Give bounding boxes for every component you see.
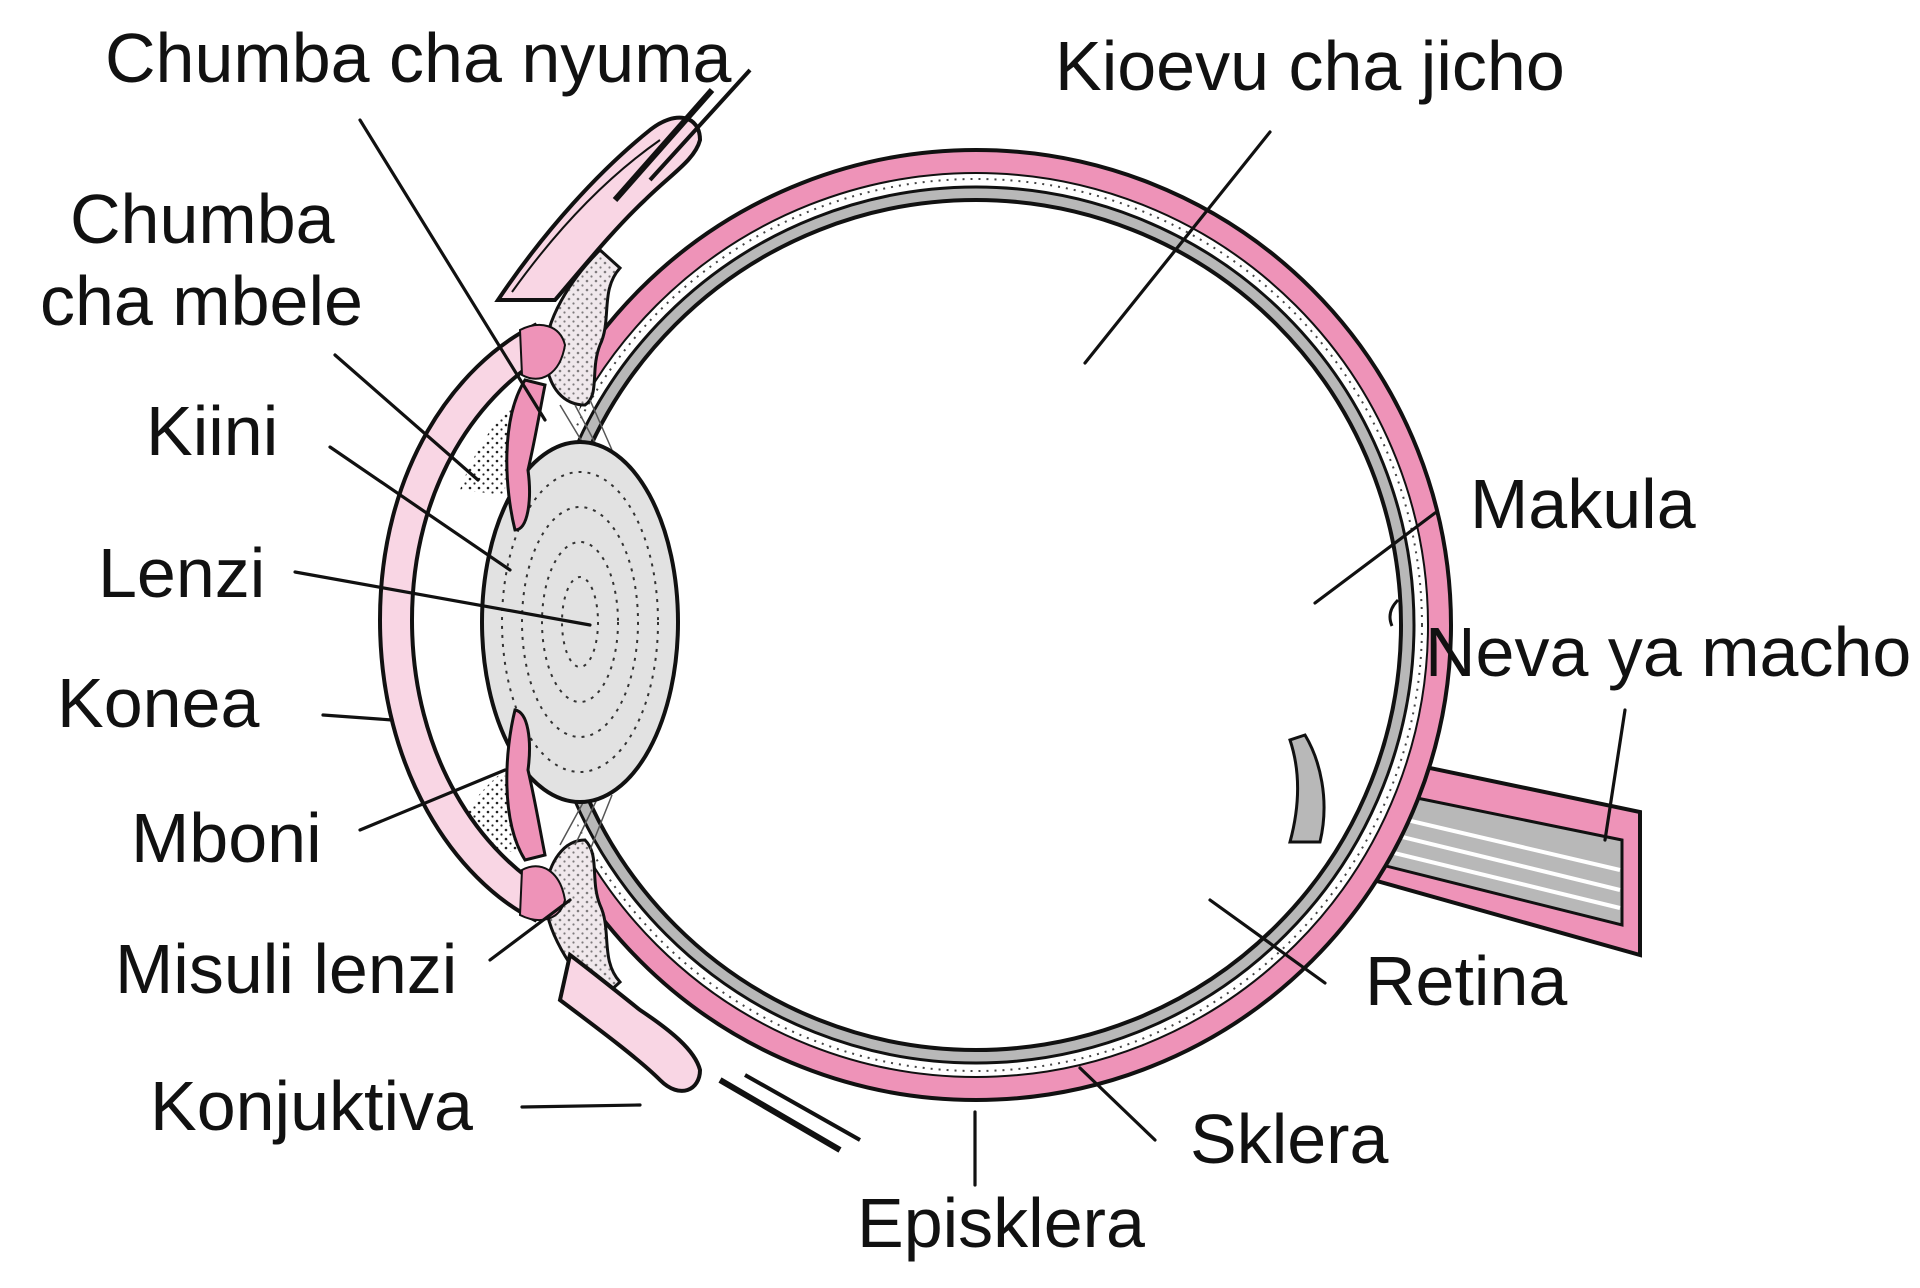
leader-lines bbox=[293, 118, 1627, 1187]
leader-lenzi bbox=[293, 570, 592, 627]
label-retina: Retina bbox=[1365, 942, 1567, 1020]
label-kiini: Kiini bbox=[146, 392, 278, 470]
label-makula: Makula bbox=[1470, 465, 1696, 543]
leader-konjuktiva bbox=[520, 1103, 642, 1109]
leader-makula bbox=[1313, 511, 1437, 605]
label-chumba-cha-mbele-line1: Chumba bbox=[70, 180, 335, 258]
iris-lower bbox=[505, 708, 547, 862]
conjunctiva-upper-inner bbox=[511, 139, 661, 293]
leader-misuli-lenzi bbox=[488, 898, 572, 962]
leader-chumba-mbele bbox=[333, 353, 480, 482]
eyelid-upper-line bbox=[648, 68, 752, 182]
ciliary-body-upper-dots bbox=[545, 250, 620, 405]
leader-kiini bbox=[328, 445, 512, 572]
label-konea: Konea bbox=[57, 664, 259, 742]
anterior-chamber-upper bbox=[460, 395, 520, 495]
eyelid-upper-line bbox=[612, 88, 715, 202]
leader-chumba-nyuma bbox=[358, 118, 547, 422]
limbus-upper bbox=[518, 324, 567, 380]
leader-konea bbox=[321, 713, 394, 722]
label-chumba-cha-mbele-line2: cha mbele bbox=[40, 262, 363, 340]
leader-mboni bbox=[358, 768, 507, 832]
leader-kioevu bbox=[1083, 130, 1272, 365]
label-sklera: Sklera bbox=[1190, 1100, 1388, 1178]
macula-pit bbox=[1388, 598, 1400, 627]
lens-ring bbox=[561, 576, 599, 668]
label-chumba-cha-nyuma: Chumba cha nyuma bbox=[105, 19, 732, 97]
eyelid-lower-line bbox=[718, 1077, 842, 1153]
label-lenzi: Lenzi bbox=[98, 534, 265, 612]
leader-sklera bbox=[1078, 1066, 1157, 1142]
label-neva-ya-macho: Neva ya macho bbox=[1425, 613, 1911, 691]
leader-neva bbox=[1603, 708, 1627, 842]
ciliary-body-lower-dots bbox=[545, 840, 620, 1000]
iris-upper bbox=[505, 378, 547, 532]
lens-ring bbox=[521, 506, 639, 738]
leader-retina bbox=[1208, 898, 1327, 985]
lens-ring bbox=[501, 471, 659, 773]
label-mboni: Mboni bbox=[131, 799, 322, 877]
label-konjuktiva: Konjuktiva bbox=[150, 1067, 473, 1145]
conjunctiva-lower bbox=[557, 951, 703, 1093]
limbus-lower bbox=[518, 865, 567, 921]
label-episklera: Episklera bbox=[857, 1184, 1145, 1262]
optic-disc bbox=[1288, 733, 1326, 844]
label-kioevu-cha-jicho: Kioevu cha jicho bbox=[1055, 27, 1565, 105]
lens-ring bbox=[541, 541, 619, 703]
eyelid-lower-line bbox=[744, 1073, 861, 1142]
label-misuli-lenzi: Misuli lenzi bbox=[115, 930, 457, 1008]
labels: Chumba cha nyuma Chumba cha mbele Kiini … bbox=[40, 19, 1911, 1262]
